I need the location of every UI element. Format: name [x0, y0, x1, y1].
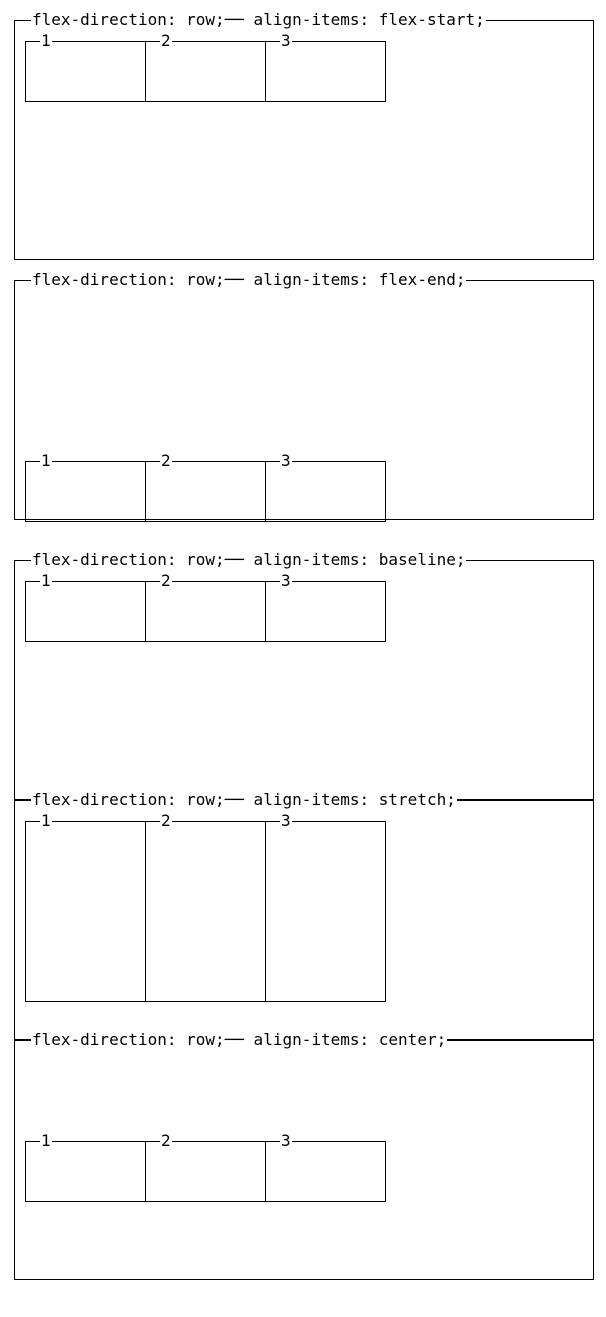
- border-tick: [14, 361, 15, 364]
- flex-item-2: 2: [145, 1131, 266, 1202]
- border-tick: [14, 301, 15, 304]
- border-tick: [14, 321, 15, 324]
- border-tick: [14, 1161, 15, 1164]
- border-tick: [14, 1141, 15, 1144]
- flex-item-2: 2: [145, 31, 266, 102]
- border-tick: [14, 401, 15, 404]
- border-tick: [14, 781, 15, 784]
- flex-item-1: 1: [25, 571, 146, 642]
- flex-item-2: 2: [145, 571, 266, 642]
- item-label: 1: [40, 571, 52, 591]
- border-tick: [14, 461, 15, 464]
- panel-title: flex-direction: row;── align-items: base…: [31, 550, 467, 570]
- flex-item-3: 3: [265, 1131, 386, 1202]
- border-tick: [14, 761, 15, 764]
- border-tick: [14, 41, 15, 44]
- item-label: 3: [280, 31, 292, 51]
- panel-flex-end: flex-direction: row;── align-items: flex…: [14, 270, 594, 522]
- flex-item-3: 3: [265, 571, 386, 642]
- border-tick: [14, 721, 15, 724]
- border-tick: [14, 61, 15, 64]
- item-label: 2: [160, 31, 172, 51]
- item-label: 2: [160, 451, 172, 471]
- item-label: 1: [40, 811, 52, 831]
- border-tick: [14, 701, 15, 704]
- item-label: 2: [160, 811, 172, 831]
- item-label: 2: [160, 571, 172, 591]
- item-label: 3: [280, 571, 292, 591]
- border-tick: [14, 421, 15, 424]
- border-tick: [14, 181, 15, 184]
- border-tick: [14, 81, 15, 84]
- border-tick: [14, 661, 15, 664]
- border-tick: [14, 861, 15, 864]
- flex-item-3: 3: [265, 31, 386, 102]
- panel-stretch: flex-direction: row;── align-items: stre…: [14, 790, 594, 1040]
- border-tick: [14, 901, 15, 904]
- border-tick: [14, 581, 15, 584]
- border-tick: [14, 1001, 15, 1004]
- panel-title: flex-direction: row;── align-items: flex…: [31, 10, 486, 30]
- panel-title: flex-direction: row;── align-items: cent…: [31, 1030, 448, 1050]
- border-tick: [14, 481, 15, 484]
- border-tick: [14, 741, 15, 744]
- flex-item-1: 1: [25, 811, 146, 1002]
- panel-title: flex-direction: row;── align-items: flex…: [31, 270, 467, 290]
- border-tick: [14, 161, 15, 164]
- flex-item-3: 3: [265, 811, 386, 1002]
- flex-item-2: 2: [145, 811, 266, 1002]
- border-tick: [14, 681, 15, 684]
- border-tick: [14, 821, 15, 824]
- item-label: 2: [160, 1131, 172, 1151]
- flex-item-2: 2: [145, 451, 266, 522]
- border-tick: [14, 641, 15, 644]
- border-tick: [14, 121, 15, 124]
- border-tick: [14, 1261, 15, 1264]
- border-tick: [14, 1241, 15, 1244]
- flex-item-1: 1: [25, 1131, 146, 1202]
- border-tick: [14, 981, 15, 984]
- border-tick: [14, 201, 15, 204]
- border-tick: [14, 341, 15, 344]
- border-tick: [14, 1201, 15, 1204]
- border-tick: [14, 1081, 15, 1084]
- border-tick: [14, 1021, 15, 1024]
- border-tick: [14, 381, 15, 384]
- flex-item-3: 3: [265, 451, 386, 522]
- flex-item-1: 1: [25, 31, 146, 102]
- panel-center: flex-direction: row;── align-items: cent…: [14, 1030, 594, 1280]
- border-tick: [14, 961, 15, 964]
- item-label: 3: [280, 1131, 292, 1151]
- item-label: 3: [280, 451, 292, 471]
- panel-baseline: flex-direction: row;── align-items: base…: [14, 550, 594, 800]
- item-label: 1: [40, 31, 52, 51]
- border-tick: [14, 101, 15, 104]
- border-tick: [14, 601, 15, 604]
- border-tick: [14, 221, 15, 224]
- border-tick: [14, 621, 15, 624]
- item-label: 3: [280, 811, 292, 831]
- border-tick: [14, 441, 15, 444]
- border-tick: [14, 1101, 15, 1104]
- flex-item-1: 1: [25, 451, 146, 522]
- border-tick: [14, 1221, 15, 1224]
- panel-title: flex-direction: row;── align-items: stre…: [31, 790, 457, 810]
- border-tick: [14, 1181, 15, 1184]
- panel-flex-start: flex-direction: row;── align-items: flex…: [14, 10, 594, 260]
- border-tick: [14, 501, 15, 504]
- border-tick: [14, 921, 15, 924]
- border-tick: [14, 941, 15, 944]
- border-tick: [14, 1121, 15, 1124]
- item-label: 1: [40, 451, 52, 471]
- border-tick: [14, 241, 15, 244]
- border-tick: [14, 841, 15, 844]
- border-tick: [14, 141, 15, 144]
- border-tick: [14, 881, 15, 884]
- item-label: 1: [40, 1131, 52, 1151]
- border-tick: [14, 1061, 15, 1064]
